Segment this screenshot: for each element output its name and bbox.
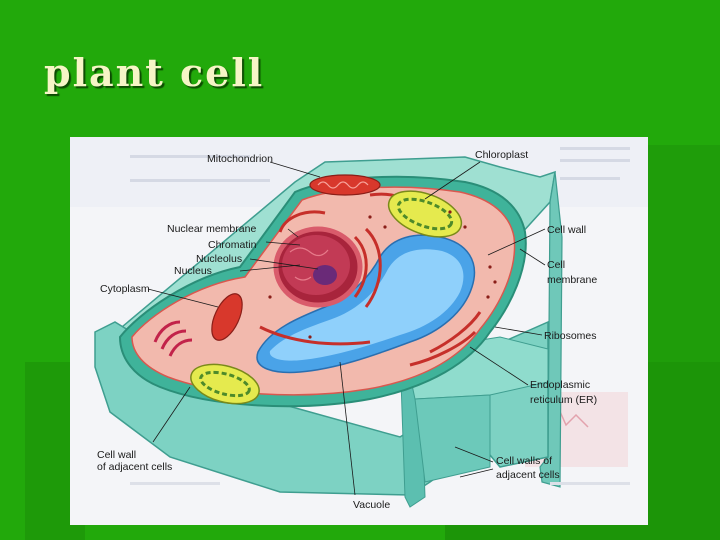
leader-lines [147,161,546,496]
label-nucleolus: Nucleolus [196,253,243,265]
slide-title: plant cell [44,50,265,95]
plant-cell-illustration [70,137,648,525]
label-cytoplasm: Cytoplasm [100,283,150,295]
label-cell-wall-adjacent-line2: of adjacent cells [97,461,173,473]
label-chromatin: Chromatin [208,239,257,251]
label-cell-wall: Cell wall [547,224,587,236]
label-er-line2: reticulum (ER) [530,394,598,406]
label-nucleus: Nucleus [174,265,212,277]
label-cell-walls-adjacent-line2: adjacent cells [496,469,560,481]
label-cell-walls-adjacent-line1: Cell walls of [496,455,553,467]
mitochondrion-top [309,174,381,196]
label-mitochondrion: Mitochondrion [207,153,273,165]
label-cell-membrane-line2: membrane [547,274,598,286]
label-cell-membrane-line1: Cell [547,259,566,271]
label-nuclear-membrane: Nuclear membrane [167,223,257,235]
label-ribosomes: Ribosomes [544,330,597,342]
golgi-apparatus [153,320,193,357]
chloroplast-top [387,190,463,238]
chloroplast-bottom [190,363,260,405]
plant-cell-diagram: Mitochondrion Chloroplast Nuclear membra… [70,137,648,525]
label-er-line1: Endoplasmic [530,379,591,391]
nucleolus-shape [313,265,337,285]
mitochondrion-left [211,293,243,341]
label-cell-wall-adjacent-line1: Cell wall [97,449,137,461]
label-chloroplast: Chloroplast [475,149,529,161]
label-vacuole: Vacuole [353,499,391,511]
